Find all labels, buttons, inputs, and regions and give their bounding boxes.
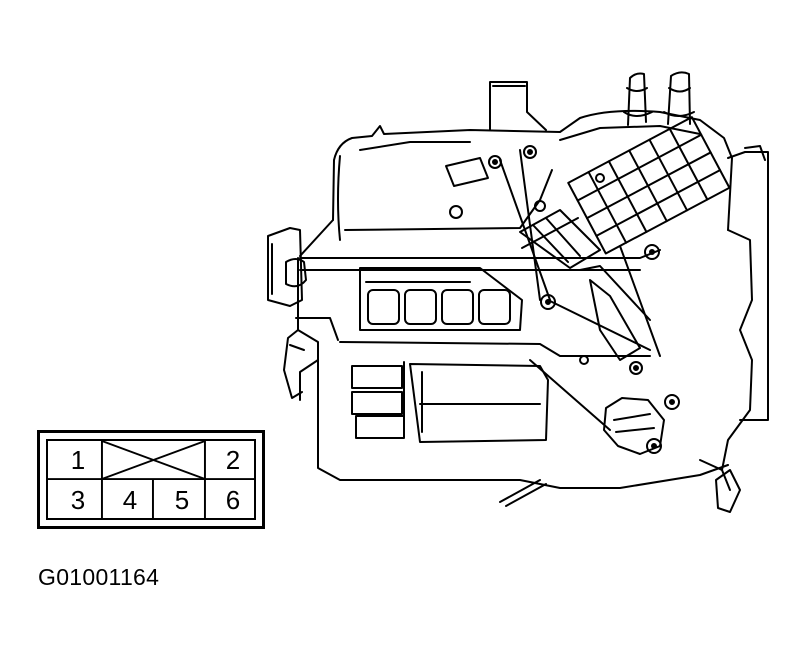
pin-2-label: 2 — [225, 445, 241, 475]
heater-core-grid — [567, 116, 731, 255]
pin-3-label: 3 — [70, 485, 86, 515]
pin-1-label: 1 — [70, 445, 86, 475]
pin-4-label: 4 — [122, 485, 138, 515]
top-inlet-duct — [489, 81, 547, 131]
housing-outline — [297, 109, 769, 491]
pivot-screws — [449, 145, 680, 454]
pin-5-label: 5 — [174, 485, 190, 515]
heater-core-lower-grid — [519, 209, 601, 269]
connector-face-view: 1 2 3 4 5 6 — [37, 430, 265, 529]
linkage-rods — [445, 149, 661, 431]
left-actuator — [267, 227, 339, 399]
pin-6-label: 6 — [225, 485, 241, 515]
figure-id: G01001164 — [38, 564, 160, 590]
connector-pin-grid: 1 2 3 4 5 6 — [46, 439, 256, 520]
connector-cavity-lines — [48, 441, 254, 518]
lower-compartment — [351, 361, 549, 443]
mode-actuator — [499, 397, 741, 513]
evaporator-grid — [359, 267, 523, 331]
